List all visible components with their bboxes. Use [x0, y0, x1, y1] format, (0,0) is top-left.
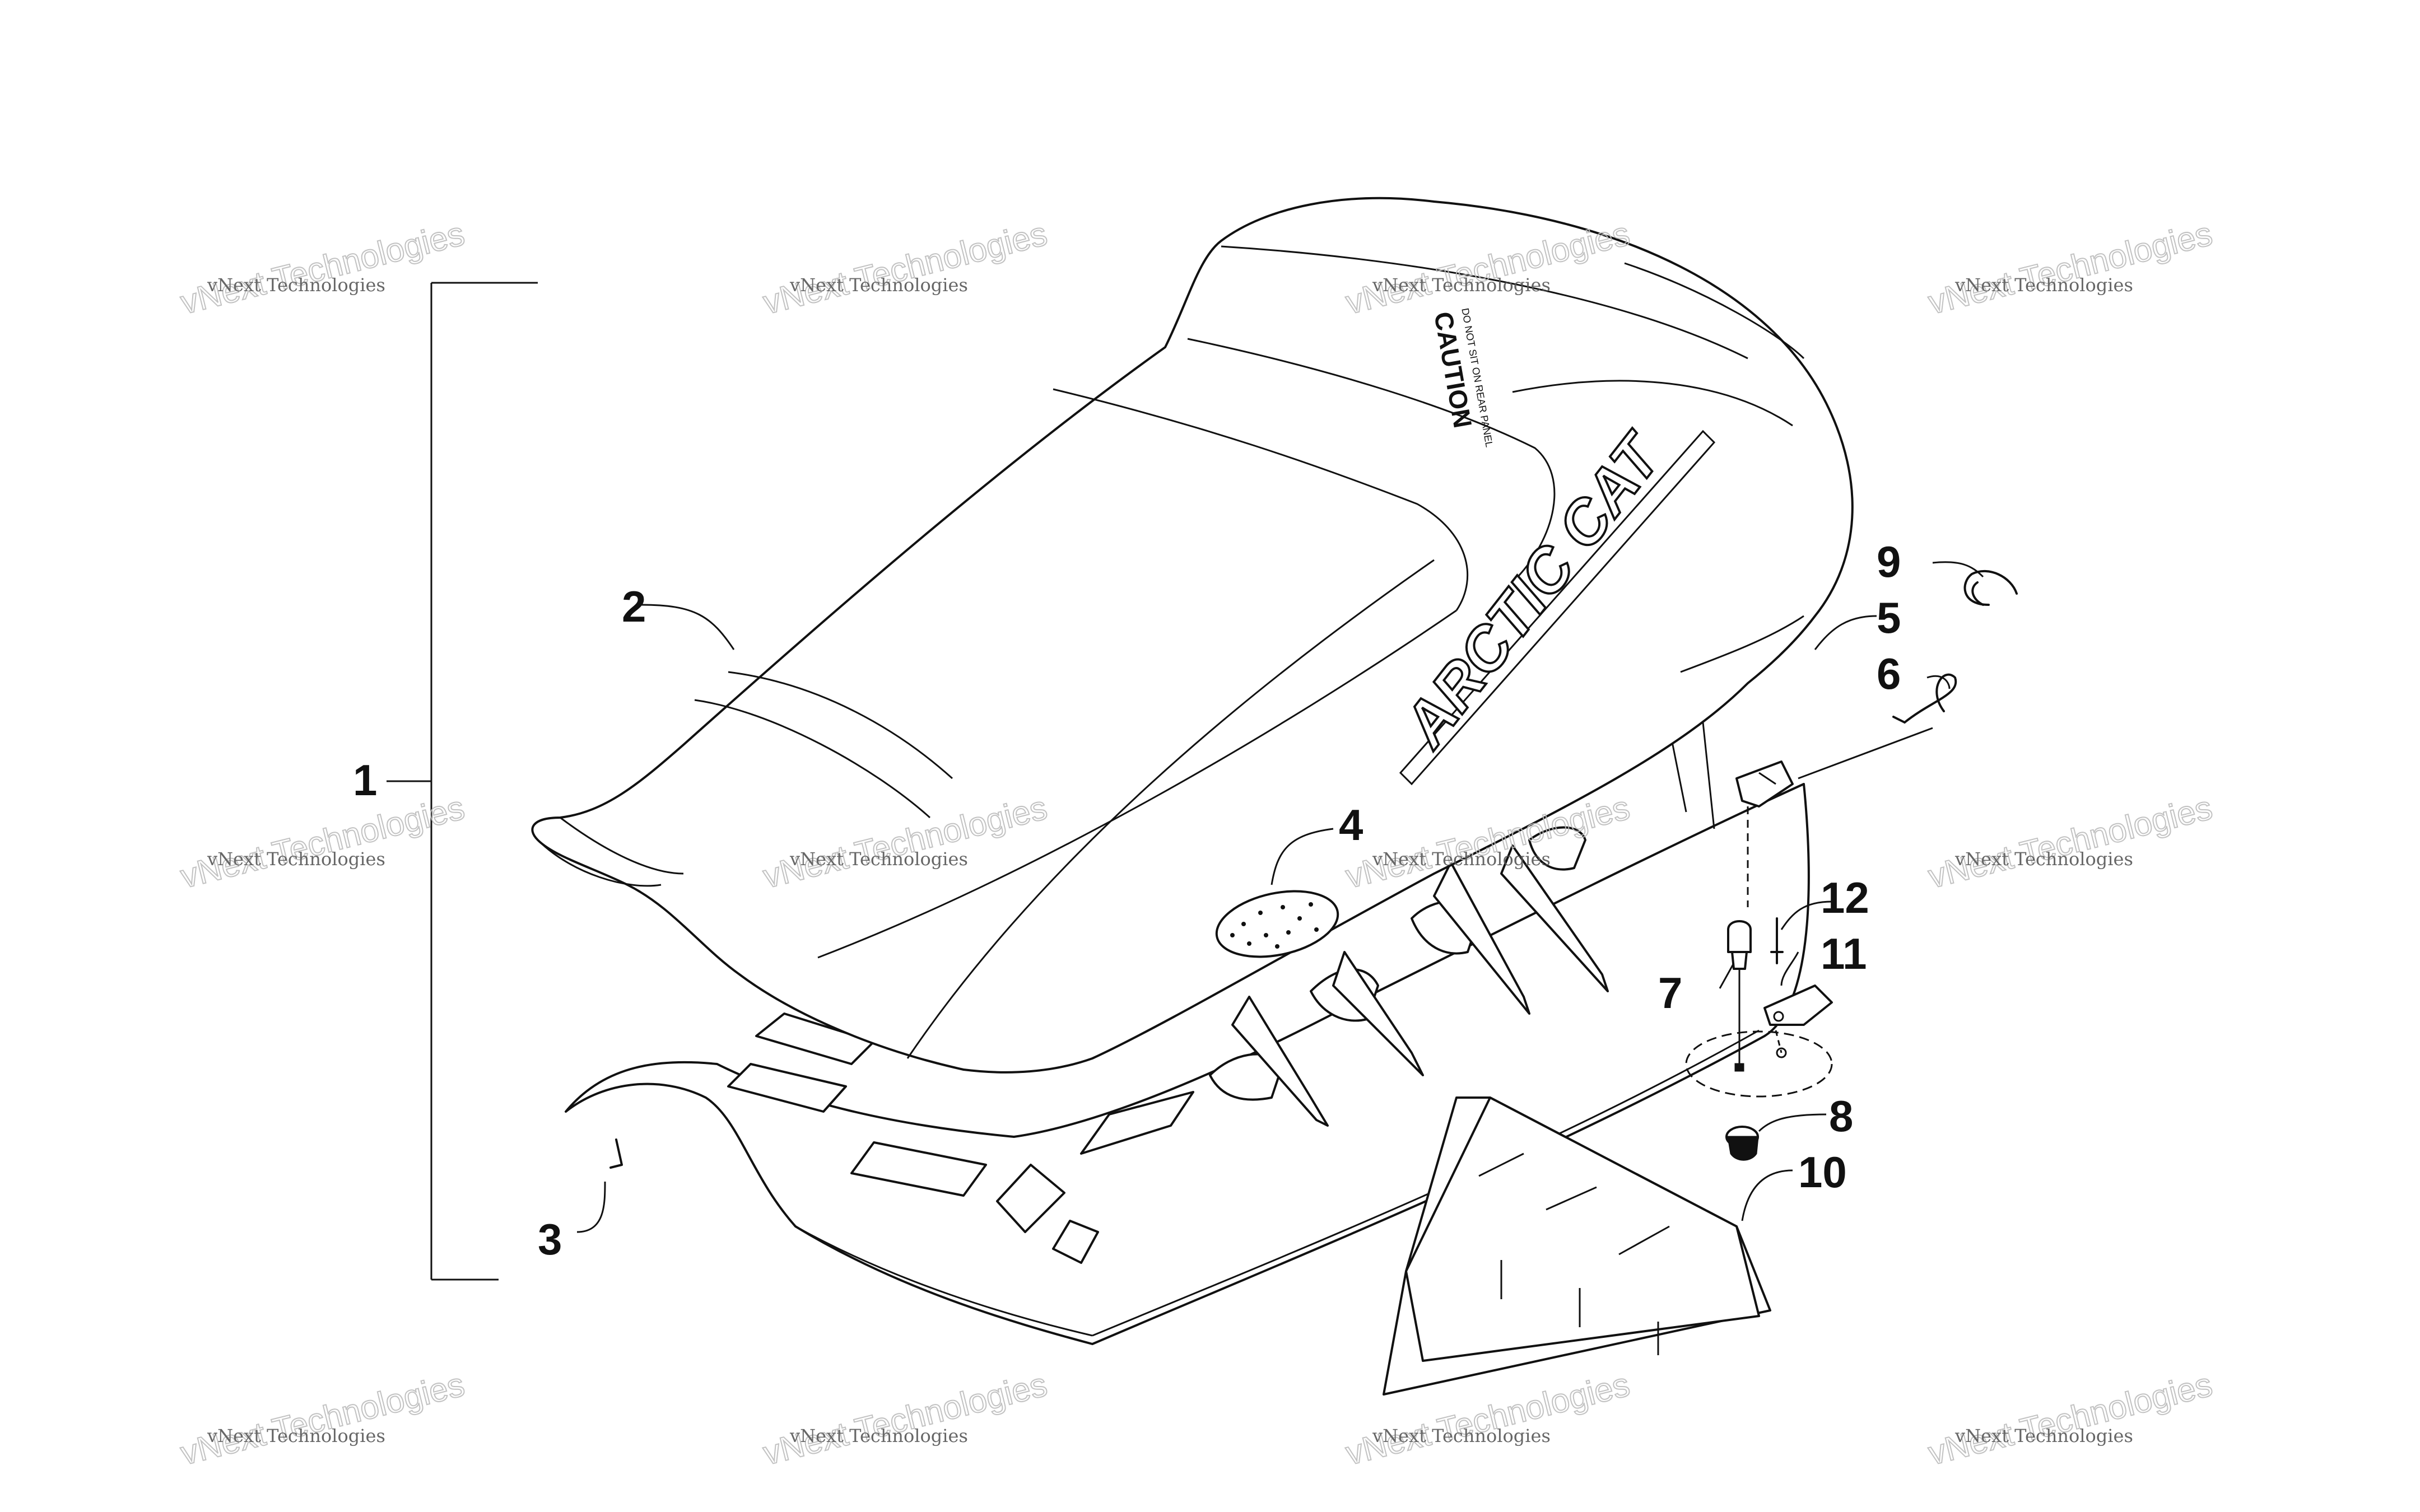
part-7-plunger	[1727, 920, 1752, 1072]
watermark-name: vNext Technologies	[1954, 274, 2133, 296]
callout-8: 8	[1829, 1091, 1853, 1141]
seat-cover	[531, 197, 1854, 1074]
part-11-bracket	[1763, 984, 1833, 1026]
callout-5: 5	[1877, 593, 1901, 642]
callout-2: 2	[622, 582, 646, 631]
callout-10: 10	[1798, 1147, 1847, 1197]
watermark: vNext Technologies vNext Technologies	[1924, 788, 2217, 896]
part-10-pad	[1383, 1096, 1771, 1396]
watermark-name: vNext Technologies	[1372, 1425, 1551, 1446]
watermark-name: vNext Technologies	[207, 274, 385, 296]
callout-3: 3	[538, 1215, 562, 1264]
part-4-foam-pad	[1215, 890, 1339, 958]
watermark-big: vNext Technologies	[177, 1365, 468, 1472]
watermark-name: vNext Technologies	[1954, 848, 2133, 870]
leader-lines	[576, 561, 1984, 1233]
watermark: vNext Technologies vNext Technologies	[176, 788, 469, 896]
watermark-big: vNext Technologies	[1925, 788, 2216, 895]
watermark-name: vNext Technologies	[789, 274, 968, 296]
watermark-big: vNext Technologies	[760, 1365, 1051, 1472]
watermark-big: vNext Technologies	[1925, 1365, 2216, 1472]
callout-12: 12	[1821, 873, 1869, 922]
base-plate	[1685, 1030, 1833, 1098]
part-12-rivet	[1770, 917, 1784, 964]
watermark-name: vNext Technologies	[1954, 1425, 2133, 1446]
watermark-name: vNext Technologies	[789, 1425, 968, 1446]
watermark-big: vNext Technologies	[1925, 214, 2216, 321]
watermark-name: vNext Technologies	[1372, 274, 1551, 296]
watermark-big: vNext Technologies	[177, 214, 468, 321]
part-5-latch	[1735, 760, 1794, 907]
watermark: vNext Technologies vNext Technologies	[1924, 1365, 2217, 1473]
assembly-bracket	[387, 282, 538, 1281]
watermark: vNext Technologies vNext Technologies	[176, 214, 469, 322]
callout-1: 1	[353, 755, 377, 805]
watermark-name: vNext Technologies	[1372, 848, 1551, 870]
part-6-wire-clip	[1892, 673, 1957, 724]
callout-9: 9	[1877, 537, 1901, 586]
watermark: vNext Technologies vNext Technologies	[1924, 214, 2217, 322]
callout-6: 6	[1877, 649, 1901, 698]
watermark: vNext Technologies vNext Technologies	[759, 1365, 1051, 1473]
watermark-name: vNext Technologies	[789, 848, 968, 870]
watermark-big: vNext Technologies	[177, 788, 468, 895]
callouts: 1 2 3 4 5 6 7 8 9 10 11 12	[353, 537, 1901, 1264]
callout-7: 7	[1658, 968, 1682, 1018]
watermark-name: vNext Technologies	[207, 848, 385, 870]
part-9-ring	[1963, 570, 2018, 606]
watermark-name: vNext Technologies	[207, 1425, 385, 1446]
callout-4: 4	[1339, 800, 1363, 850]
watermark-big: vNext Technologies	[760, 214, 1051, 321]
part-3-clip	[609, 1138, 623, 1169]
part-8-nut	[1725, 1126, 1759, 1161]
seat-base	[565, 722, 1810, 1345]
callout-11: 11	[1821, 929, 1867, 978]
watermark: vNext Technologies vNext Technologies	[176, 1365, 469, 1473]
watermark: vNext Technologies vNext Technologies	[759, 214, 1051, 322]
